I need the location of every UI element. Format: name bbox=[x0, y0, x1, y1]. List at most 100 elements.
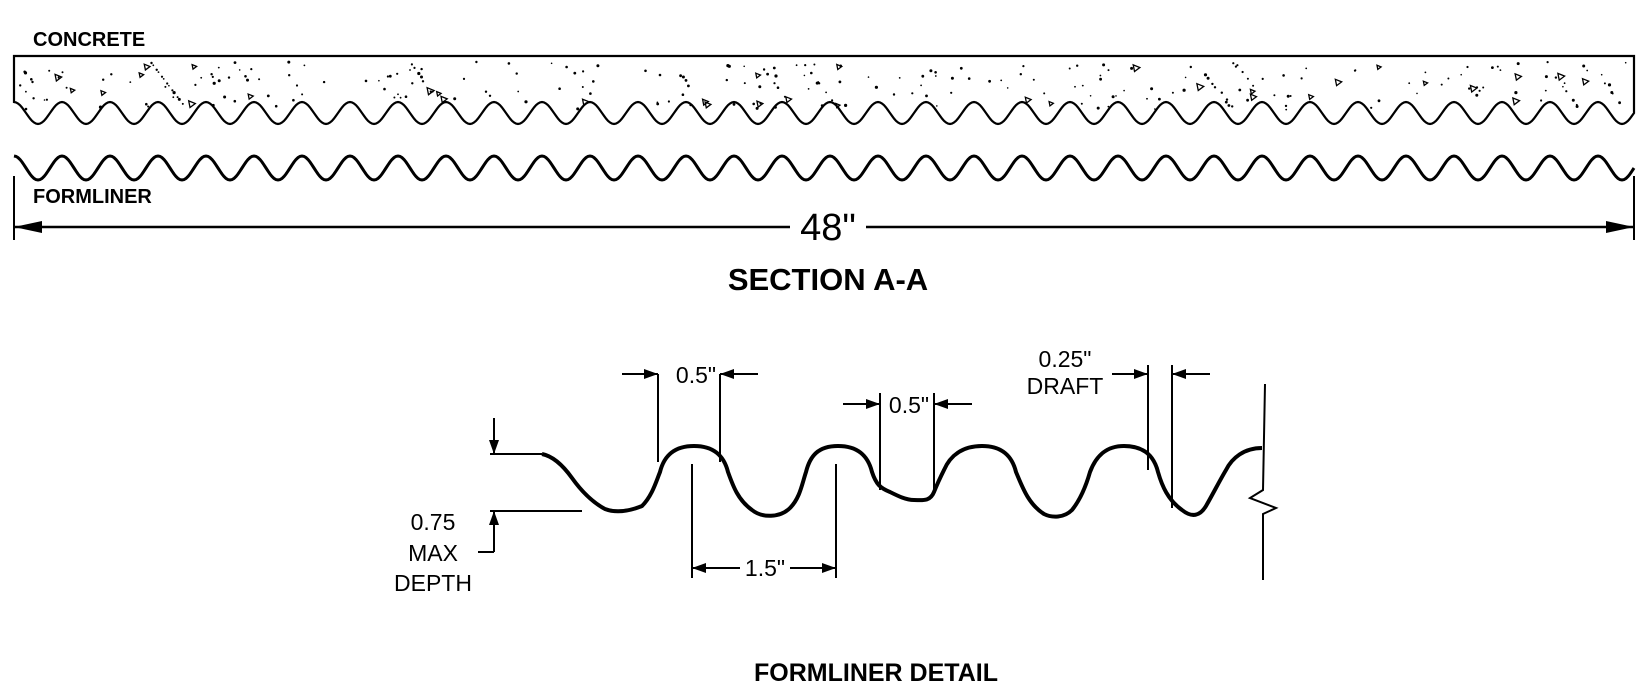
aggregate-dot bbox=[950, 91, 953, 94]
aggregate-dot bbox=[1544, 75, 1548, 79]
aggregate-dot bbox=[420, 75, 423, 79]
aggregate-dot bbox=[1032, 78, 1035, 81]
aggregate-dot bbox=[393, 96, 396, 99]
aggregate-dot bbox=[1482, 86, 1485, 89]
aggregate-stone bbox=[1249, 88, 1257, 96]
aggregate-dot bbox=[1213, 86, 1217, 89]
aggregate-dot bbox=[1460, 73, 1462, 76]
aggregate-dot bbox=[409, 69, 411, 71]
aggregate-dot bbox=[1408, 82, 1411, 85]
aggregate-dot bbox=[592, 80, 595, 83]
aggregate-stone bbox=[138, 71, 145, 79]
aggregate-dot bbox=[274, 104, 278, 108]
aggregate-dot bbox=[212, 103, 215, 107]
aggregate-dot bbox=[145, 102, 148, 106]
aggregate-dot bbox=[743, 65, 745, 68]
aggregate-dot bbox=[1540, 99, 1543, 102]
aggregate-dot bbox=[1354, 101, 1357, 104]
aggregate-dot bbox=[1184, 76, 1187, 79]
aggregate-dot bbox=[581, 86, 584, 88]
aggregate-dot bbox=[758, 85, 762, 89]
aggregate-dot bbox=[732, 103, 736, 106]
aggregate-dot bbox=[1466, 65, 1469, 69]
aggregate-dot bbox=[1475, 93, 1479, 97]
aggregate-dot bbox=[396, 72, 399, 75]
aggregate-dot bbox=[1076, 64, 1079, 67]
aggregate-dot bbox=[831, 99, 834, 102]
aggregate-dot bbox=[1611, 92, 1614, 95]
bottom-width-dimension bbox=[843, 393, 972, 490]
aggregate-stone bbox=[1581, 77, 1590, 86]
aggregate-dot bbox=[752, 102, 755, 106]
aggregate-dot bbox=[212, 81, 216, 85]
aggregate-dot bbox=[1115, 95, 1117, 97]
aggregate-dot bbox=[1099, 74, 1102, 77]
aggregate-stone bbox=[1557, 72, 1566, 82]
aggregate-stone bbox=[100, 89, 107, 97]
aggregate-dot bbox=[233, 61, 237, 64]
aggregate-dot bbox=[1236, 64, 1239, 67]
aggregate-dot bbox=[287, 60, 291, 64]
aggregate-dot bbox=[1563, 82, 1566, 85]
aggregate-dot bbox=[420, 67, 423, 71]
aggregate-dot bbox=[1440, 83, 1443, 86]
aggregate-stone bbox=[1514, 72, 1523, 82]
aggregate-dot bbox=[155, 68, 158, 72]
aggregate-dot bbox=[1130, 66, 1134, 70]
aggregate-dot bbox=[1603, 82, 1606, 85]
aggregate-dot bbox=[1286, 94, 1290, 98]
aggregate-stone bbox=[1511, 96, 1521, 106]
aggregate-dot bbox=[524, 100, 528, 104]
aggregate-dot bbox=[766, 72, 769, 76]
aggregate-dot bbox=[48, 69, 51, 72]
aggregate-dot bbox=[177, 97, 181, 101]
aggregate-dot bbox=[1123, 89, 1125, 92]
aggregate-dot bbox=[31, 80, 34, 84]
aggregate-dot bbox=[1074, 85, 1076, 88]
aggregate-dot bbox=[1252, 84, 1255, 87]
aggregate-dot bbox=[795, 64, 798, 67]
aggregate-dot bbox=[1241, 70, 1244, 74]
aggregate-dot bbox=[950, 76, 954, 80]
aggregate-dot bbox=[1232, 62, 1235, 65]
aggregate-dot bbox=[1285, 108, 1288, 111]
aggregate-dot bbox=[1234, 65, 1237, 68]
aggregate-dot bbox=[1107, 105, 1110, 108]
aggregate-dot bbox=[1231, 105, 1234, 108]
aggregate-dot bbox=[936, 105, 938, 107]
top-width-label: 0.5" bbox=[676, 362, 716, 388]
aggregate-dot bbox=[258, 78, 261, 81]
aggregate-stone bbox=[1048, 100, 1055, 107]
pitch-label: 1.5" bbox=[745, 555, 785, 581]
aggregate-dot bbox=[1182, 88, 1186, 92]
bottom-width-label: 0.5" bbox=[889, 392, 929, 418]
aggregate-dot bbox=[1499, 69, 1502, 71]
aggregate-dot bbox=[810, 71, 813, 75]
aggregate-dot bbox=[804, 64, 807, 67]
aggregate-dot bbox=[194, 83, 197, 86]
width-dimension-value: 48" bbox=[800, 207, 856, 249]
aggregate-dot bbox=[1624, 61, 1627, 64]
aggregate-dot bbox=[1544, 89, 1547, 92]
aggregate-dot bbox=[1220, 91, 1224, 94]
aggregate-dot bbox=[838, 80, 842, 84]
aggregate-dot bbox=[1206, 76, 1210, 80]
depth-max-label: MAX bbox=[408, 540, 458, 566]
aggregate-stone bbox=[1469, 84, 1479, 94]
aggregate-dot bbox=[1289, 95, 1292, 97]
aggregate-dot bbox=[867, 76, 870, 78]
aggregate-stone bbox=[247, 93, 255, 101]
aggregate-dot bbox=[181, 102, 184, 105]
aggregate-dot bbox=[164, 85, 167, 88]
aggregate-stone bbox=[1422, 80, 1429, 87]
aggregate-dot bbox=[45, 98, 49, 101]
aggregate-dot bbox=[573, 71, 577, 75]
concrete-body bbox=[12, 54, 1636, 126]
aggregate-dot bbox=[288, 74, 291, 77]
aggregate-dot bbox=[1600, 73, 1603, 76]
aggregate-dot bbox=[399, 96, 402, 99]
aggregate-stone bbox=[835, 102, 842, 109]
aggregate-dot bbox=[656, 102, 660, 106]
aggregate-dot bbox=[65, 86, 68, 89]
draft-value: 0.25" bbox=[1039, 346, 1092, 372]
